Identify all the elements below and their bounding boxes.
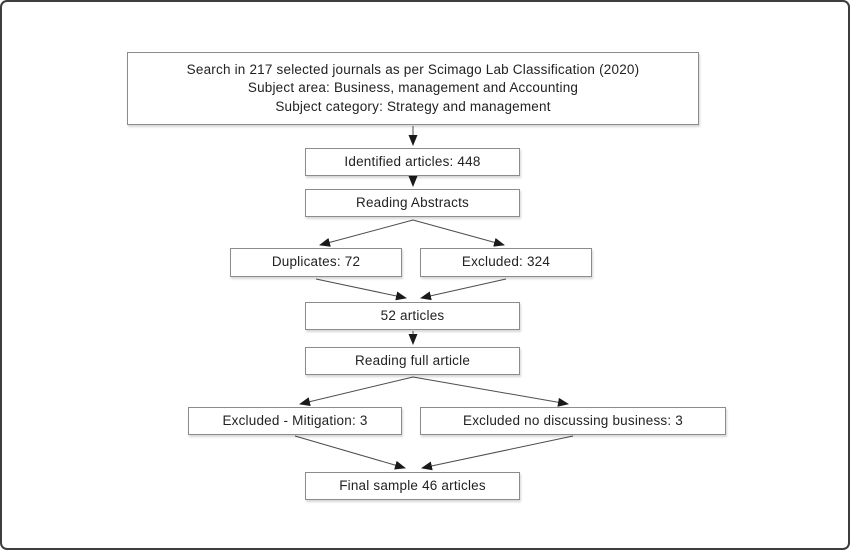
node-excluded-abstracts: Excluded: 324 xyxy=(420,248,592,277)
node-search-scope: Search in 217 selected journals as per S… xyxy=(127,52,699,125)
search-scope-line-1: Search in 217 selected journals as per S… xyxy=(186,61,640,77)
node-reading-full-article-label: Reading full article xyxy=(354,352,471,368)
node-reading-full-article: Reading full article xyxy=(305,347,520,375)
node-excluded-abstracts-label: Excluded: 324 xyxy=(461,254,551,270)
node-articles-52: 52 articles xyxy=(305,302,520,330)
search-scope-line-2: Subject area: Business, management and A… xyxy=(247,80,579,96)
node-reading-abstracts: Reading Abstracts xyxy=(305,189,520,217)
arrow-mitigation-to-final xyxy=(294,435,406,470)
search-scope-line-3: Subject category: Strategy and managemen… xyxy=(275,98,551,114)
node-excluded-no-business-label: Excluded no discussing business: 3 xyxy=(463,412,683,428)
arrow-business-to-final xyxy=(421,435,574,471)
arrow-full-to-mitigation xyxy=(299,376,414,407)
node-duplicates: Duplicates: 72 xyxy=(230,248,402,277)
arrow-excluded-to-52 xyxy=(420,278,507,301)
node-excluded-mitigation-label: Excluded - Mitigation: 3 xyxy=(222,412,368,428)
node-identified-articles: Identified articles: 448 xyxy=(305,148,520,176)
node-reading-abstracts-label: Reading Abstracts xyxy=(356,194,469,210)
arrow-full-to-business xyxy=(412,376,569,407)
arrow-duplicates-to-52 xyxy=(315,278,407,301)
node-final-sample-label: Final sample 46 articles xyxy=(339,477,486,493)
node-final-sample: Final sample 46 articles xyxy=(305,472,520,500)
node-duplicates-label: Duplicates: 72 xyxy=(271,254,361,270)
node-excluded-no-business: Excluded no discussing business: 3 xyxy=(420,407,726,435)
node-identified-articles-label: Identified articles: 448 xyxy=(344,153,481,169)
node-excluded-mitigation: Excluded - Mitigation: 3 xyxy=(188,407,402,435)
arrow-abstracts-to-duplicates xyxy=(319,219,414,247)
node-articles-52-label: 52 articles xyxy=(380,307,445,323)
arrow-abstracts-to-excluded xyxy=(412,219,505,247)
